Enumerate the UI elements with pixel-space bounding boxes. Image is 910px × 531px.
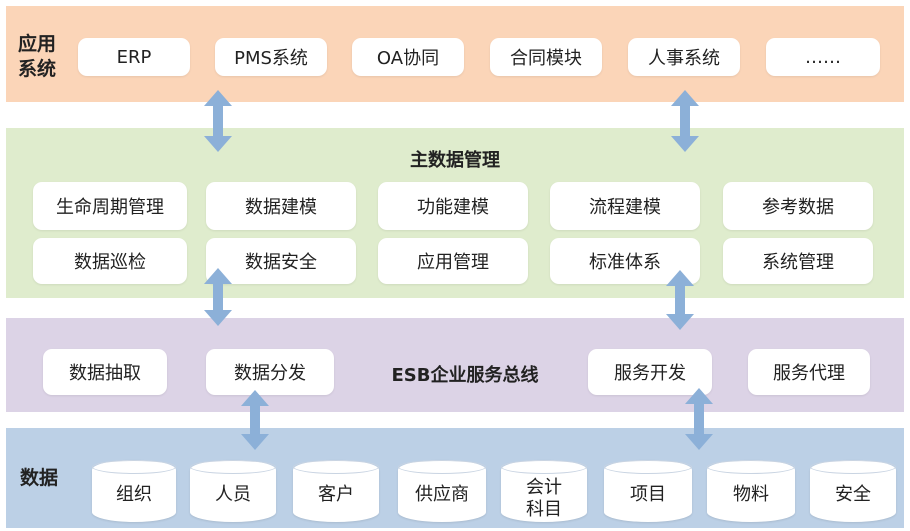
app-system-pms: PMS系统 bbox=[215, 38, 327, 76]
esb-data-distribution: 数据分发 bbox=[206, 349, 334, 395]
app-mdm-left-arrow bbox=[204, 90, 232, 152]
esb-service-proxy: 服务代理 bbox=[748, 349, 870, 395]
data-entity-project-label: 项目 bbox=[630, 484, 666, 505]
mdm-data-security: 数据安全 bbox=[206, 238, 356, 284]
application-label-line2: 系统 bbox=[18, 58, 57, 80]
data-entity-personnel-label: 人员 bbox=[215, 484, 251, 505]
data-entity-security: 安全 bbox=[810, 460, 896, 522]
esb-data-extraction: 数据抽取 bbox=[43, 349, 167, 395]
data-entity-customer: 客户 bbox=[293, 460, 379, 522]
esb-data-left-arrow bbox=[241, 390, 269, 450]
esb-title: ESB企业服务总线 bbox=[391, 365, 539, 386]
mdm-reference-data: 参考数据 bbox=[723, 182, 873, 230]
data-entity-accounting-subject-label: 会计 科目 bbox=[526, 473, 562, 520]
mdm-data-modeling: 数据建模 bbox=[206, 182, 356, 230]
data-entity-supplier-label: 供应商 bbox=[415, 484, 469, 505]
mdm-esb-left-arrow bbox=[204, 268, 232, 326]
data-entity-organization-label: 组织 bbox=[116, 484, 152, 505]
data-entity-customer-label: 客户 bbox=[318, 484, 354, 505]
esb-data-right-arrow bbox=[685, 388, 713, 450]
app-system-oa: OA协同 bbox=[352, 38, 464, 76]
mdm-esb-right-arrow bbox=[666, 270, 694, 330]
data-entity-accounting-subject: 会计 科目 bbox=[501, 460, 587, 522]
data-entity-organization: 组织 bbox=[92, 460, 176, 522]
app-system-more: …… bbox=[766, 38, 880, 76]
application-layer-label: 应用 系统 bbox=[18, 32, 56, 82]
accounting-line1: 会计 bbox=[526, 477, 562, 498]
data-entity-material-label: 物料 bbox=[733, 484, 769, 505]
data-entity-personnel: 人员 bbox=[190, 460, 276, 522]
mdm-system-management: 系统管理 bbox=[723, 238, 873, 284]
accounting-line2: 科目 bbox=[526, 499, 562, 520]
mdm-data-inspection: 数据巡检 bbox=[33, 238, 187, 284]
data-entity-security-label: 安全 bbox=[835, 484, 871, 505]
app-system-contract: 合同模块 bbox=[490, 38, 602, 76]
app-system-hr: 人事系统 bbox=[628, 38, 740, 76]
mdm-process-modeling: 流程建模 bbox=[550, 182, 700, 230]
data-entity-material: 物料 bbox=[707, 460, 795, 522]
application-label-line1: 应用 bbox=[18, 33, 57, 55]
data-entity-project: 项目 bbox=[604, 460, 692, 522]
mdm-lifecycle: 生命周期管理 bbox=[33, 182, 187, 230]
esb-service-development: 服务开发 bbox=[588, 349, 712, 395]
app-mdm-right-arrow bbox=[671, 90, 699, 152]
data-layer-label: 数据 bbox=[20, 467, 59, 489]
master-data-title: 主数据管理 bbox=[410, 150, 500, 171]
mdm-function-modeling: 功能建模 bbox=[378, 182, 528, 230]
mdm-application-management: 应用管理 bbox=[378, 238, 528, 284]
app-system-erp: ERP bbox=[78, 38, 190, 76]
data-entity-supplier: 供应商 bbox=[398, 460, 486, 522]
